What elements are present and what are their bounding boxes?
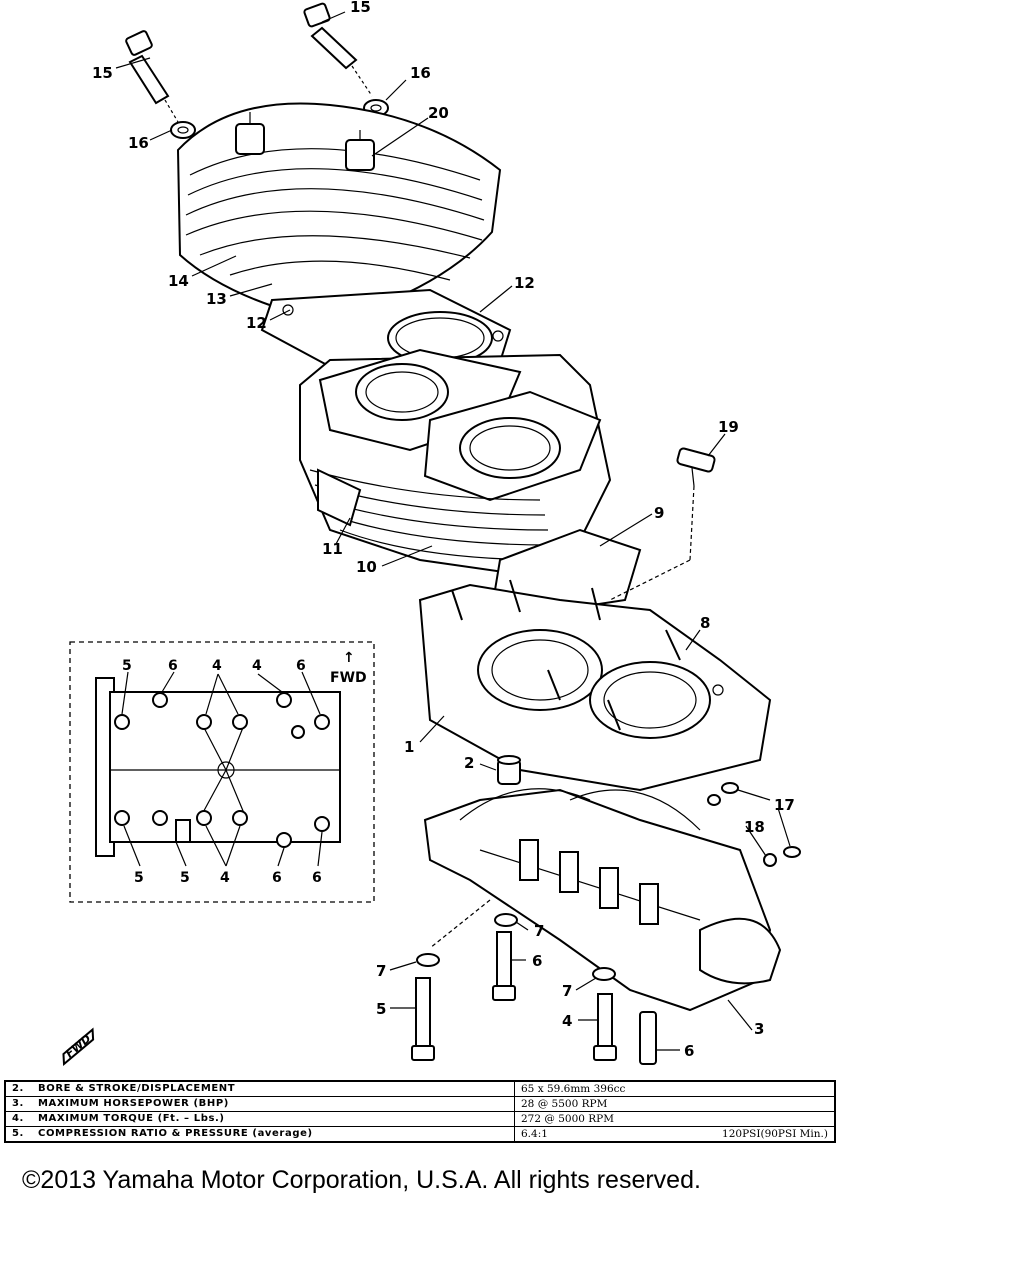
oil-fitting bbox=[609, 447, 716, 601]
callout-7-right: 7 bbox=[562, 982, 572, 1000]
callout-4: 4 bbox=[562, 1012, 572, 1030]
callout-15-left: 15 bbox=[92, 64, 113, 82]
specifications-table: 2.BORE & STROKE/DISPLACEMENT 65 x 59.6mm… bbox=[4, 1080, 836, 1143]
inset-label: 4 bbox=[220, 870, 230, 886]
inset-label: 6 bbox=[312, 870, 322, 886]
spec-label: 3.MAXIMUM HORSEPOWER (BHP) bbox=[4, 1096, 515, 1112]
inset-label: 6 bbox=[168, 658, 178, 674]
spec-value: 272 @ 5000 RPM bbox=[514, 1111, 836, 1127]
inset-label: 6 bbox=[272, 870, 282, 886]
callout-14: 14 bbox=[168, 272, 189, 290]
crankcase-bolt-middle bbox=[492, 931, 516, 1001]
crankcase-bolt-right bbox=[593, 993, 617, 1061]
dowel-pin bbox=[497, 755, 521, 785]
inset-label: 4 bbox=[252, 658, 262, 674]
table-row: 5.COMPRESSION RATIO & PRESSURE (average)… bbox=[4, 1126, 836, 1143]
callout-1: 1 bbox=[404, 738, 414, 756]
head-bolt-right bbox=[303, 2, 358, 70]
bolt-washer-left bbox=[416, 953, 440, 967]
callout-3: 3 bbox=[754, 1020, 764, 1038]
callout-8: 8 bbox=[700, 614, 710, 632]
spec-value: 65 x 59.6mm 396cc bbox=[514, 1080, 836, 1097]
inset-label: 6 bbox=[296, 658, 306, 674]
callout-13: 13 bbox=[206, 290, 227, 308]
inset-label: 5 bbox=[134, 870, 144, 886]
callout-12-right: 12 bbox=[514, 274, 535, 292]
callout-16-left: 16 bbox=[128, 134, 149, 152]
callout-9: 9 bbox=[654, 504, 664, 522]
bolt-washer-middle bbox=[494, 913, 518, 927]
callout-5: 5 bbox=[376, 1000, 386, 1018]
crankcase-screw-upper bbox=[707, 782, 771, 806]
bolt-pattern-inset: ↑ FWD 5 6 4 4 bbox=[69, 641, 375, 903]
head-bolt-left bbox=[125, 30, 170, 105]
leader-lines bbox=[115, 11, 791, 1051]
inset-fwd-label: FWD bbox=[330, 670, 367, 686]
head-washer-left bbox=[170, 121, 196, 139]
callout-7-middle: 7 bbox=[534, 922, 544, 940]
table-row: 2.BORE & STROKE/DISPLACEMENT 65 x 59.6mm… bbox=[4, 1080, 836, 1097]
inset-label: 5 bbox=[180, 870, 190, 886]
lower-crankcase bbox=[423, 788, 782, 1012]
spec-label: 2.BORE & STROKE/DISPLACEMENT bbox=[4, 1080, 515, 1097]
callout-19: 19 bbox=[718, 418, 739, 436]
spec-label: 4.MAXIMUM TORQUE (Ft. – Lbs.) bbox=[4, 1111, 515, 1127]
table-row: 3.MAXIMUM HORSEPOWER (BHP) 28 @ 5500 RPM bbox=[4, 1096, 836, 1112]
exploded-parts-diagram: 15 15 16 16 20 14 13 12 12 19 9 11 10 8 … bbox=[62, 0, 801, 1067]
crankcase-screw-lower bbox=[763, 846, 801, 867]
upper-crankcase bbox=[418, 579, 772, 792]
fwd-stamp: FWD bbox=[62, 1027, 95, 1067]
callout-20: 20 bbox=[428, 104, 449, 122]
callout-6-middle: 6 bbox=[532, 952, 542, 970]
callout-12-left: 12 bbox=[246, 314, 267, 332]
inset-label: 5 bbox=[122, 658, 132, 674]
callout-18: 18 bbox=[744, 818, 765, 836]
cylinder-head bbox=[176, 102, 502, 324]
crankcase-bolt-far-right bbox=[639, 1011, 657, 1065]
inset-label: 4 bbox=[212, 658, 222, 674]
cylinder-block bbox=[299, 348, 612, 582]
bolt-washer-right bbox=[592, 967, 616, 981]
spec-value: 28 @ 5500 RPM bbox=[514, 1096, 836, 1112]
callout-6-right: 6 bbox=[684, 1042, 694, 1060]
callout-11: 11 bbox=[322, 540, 343, 558]
callout-17: 17 bbox=[774, 796, 795, 814]
table-row: 4.MAXIMUM TORQUE (Ft. – Lbs.) 272 @ 5000… bbox=[4, 1111, 836, 1127]
crankcase-bolt-left bbox=[411, 977, 435, 1061]
fwd-arrow-icon: ↑ bbox=[343, 650, 355, 666]
callout-2: 2 bbox=[464, 754, 474, 772]
callout-15-right: 15 bbox=[350, 0, 371, 16]
copyright-notice: ©2013 Yamaha Motor Corporation, U.S.A. A… bbox=[22, 1166, 701, 1194]
spec-label: 5.COMPRESSION RATIO & PRESSURE (average) bbox=[4, 1126, 515, 1143]
callout-16-right: 16 bbox=[410, 64, 431, 82]
callout-10: 10 bbox=[356, 558, 377, 576]
callout-7-left: 7 bbox=[376, 962, 386, 980]
